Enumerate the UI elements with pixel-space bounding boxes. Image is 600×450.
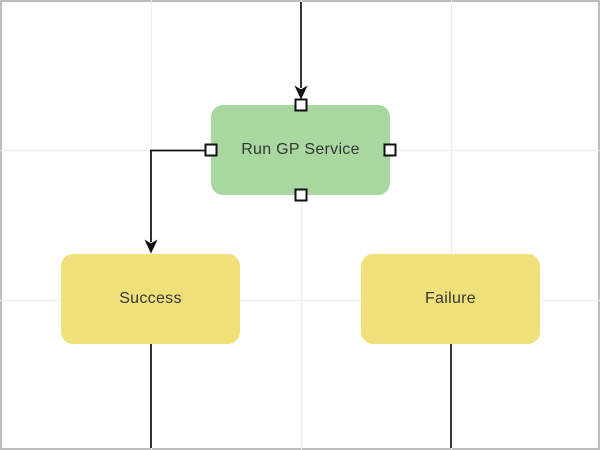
node-label: Success (119, 290, 182, 307)
node-success[interactable]: Success (61, 254, 240, 344)
node-run-gp-service[interactable]: Run GP Service (204, 98, 397, 202)
connection-port-bottom[interactable] (294, 188, 307, 202)
connection-port-right[interactable] (383, 143, 397, 157)
arrowhead-down-icon (294, 85, 308, 100)
edge-run-gp-service-to-success[interactable] (144, 149, 211, 254)
node-label: Run GP Service (241, 141, 360, 158)
node-label: Failure (424, 290, 476, 307)
connection-port-top[interactable] (294, 98, 307, 112)
connection-port-left[interactable] (204, 143, 218, 157)
arrowhead-down-icon (144, 239, 158, 254)
edge-segment[interactable] (150, 149, 211, 243)
edge-incoming-top[interactable] (294, 2, 308, 100)
node-failure[interactable]: Failure (361, 254, 540, 344)
